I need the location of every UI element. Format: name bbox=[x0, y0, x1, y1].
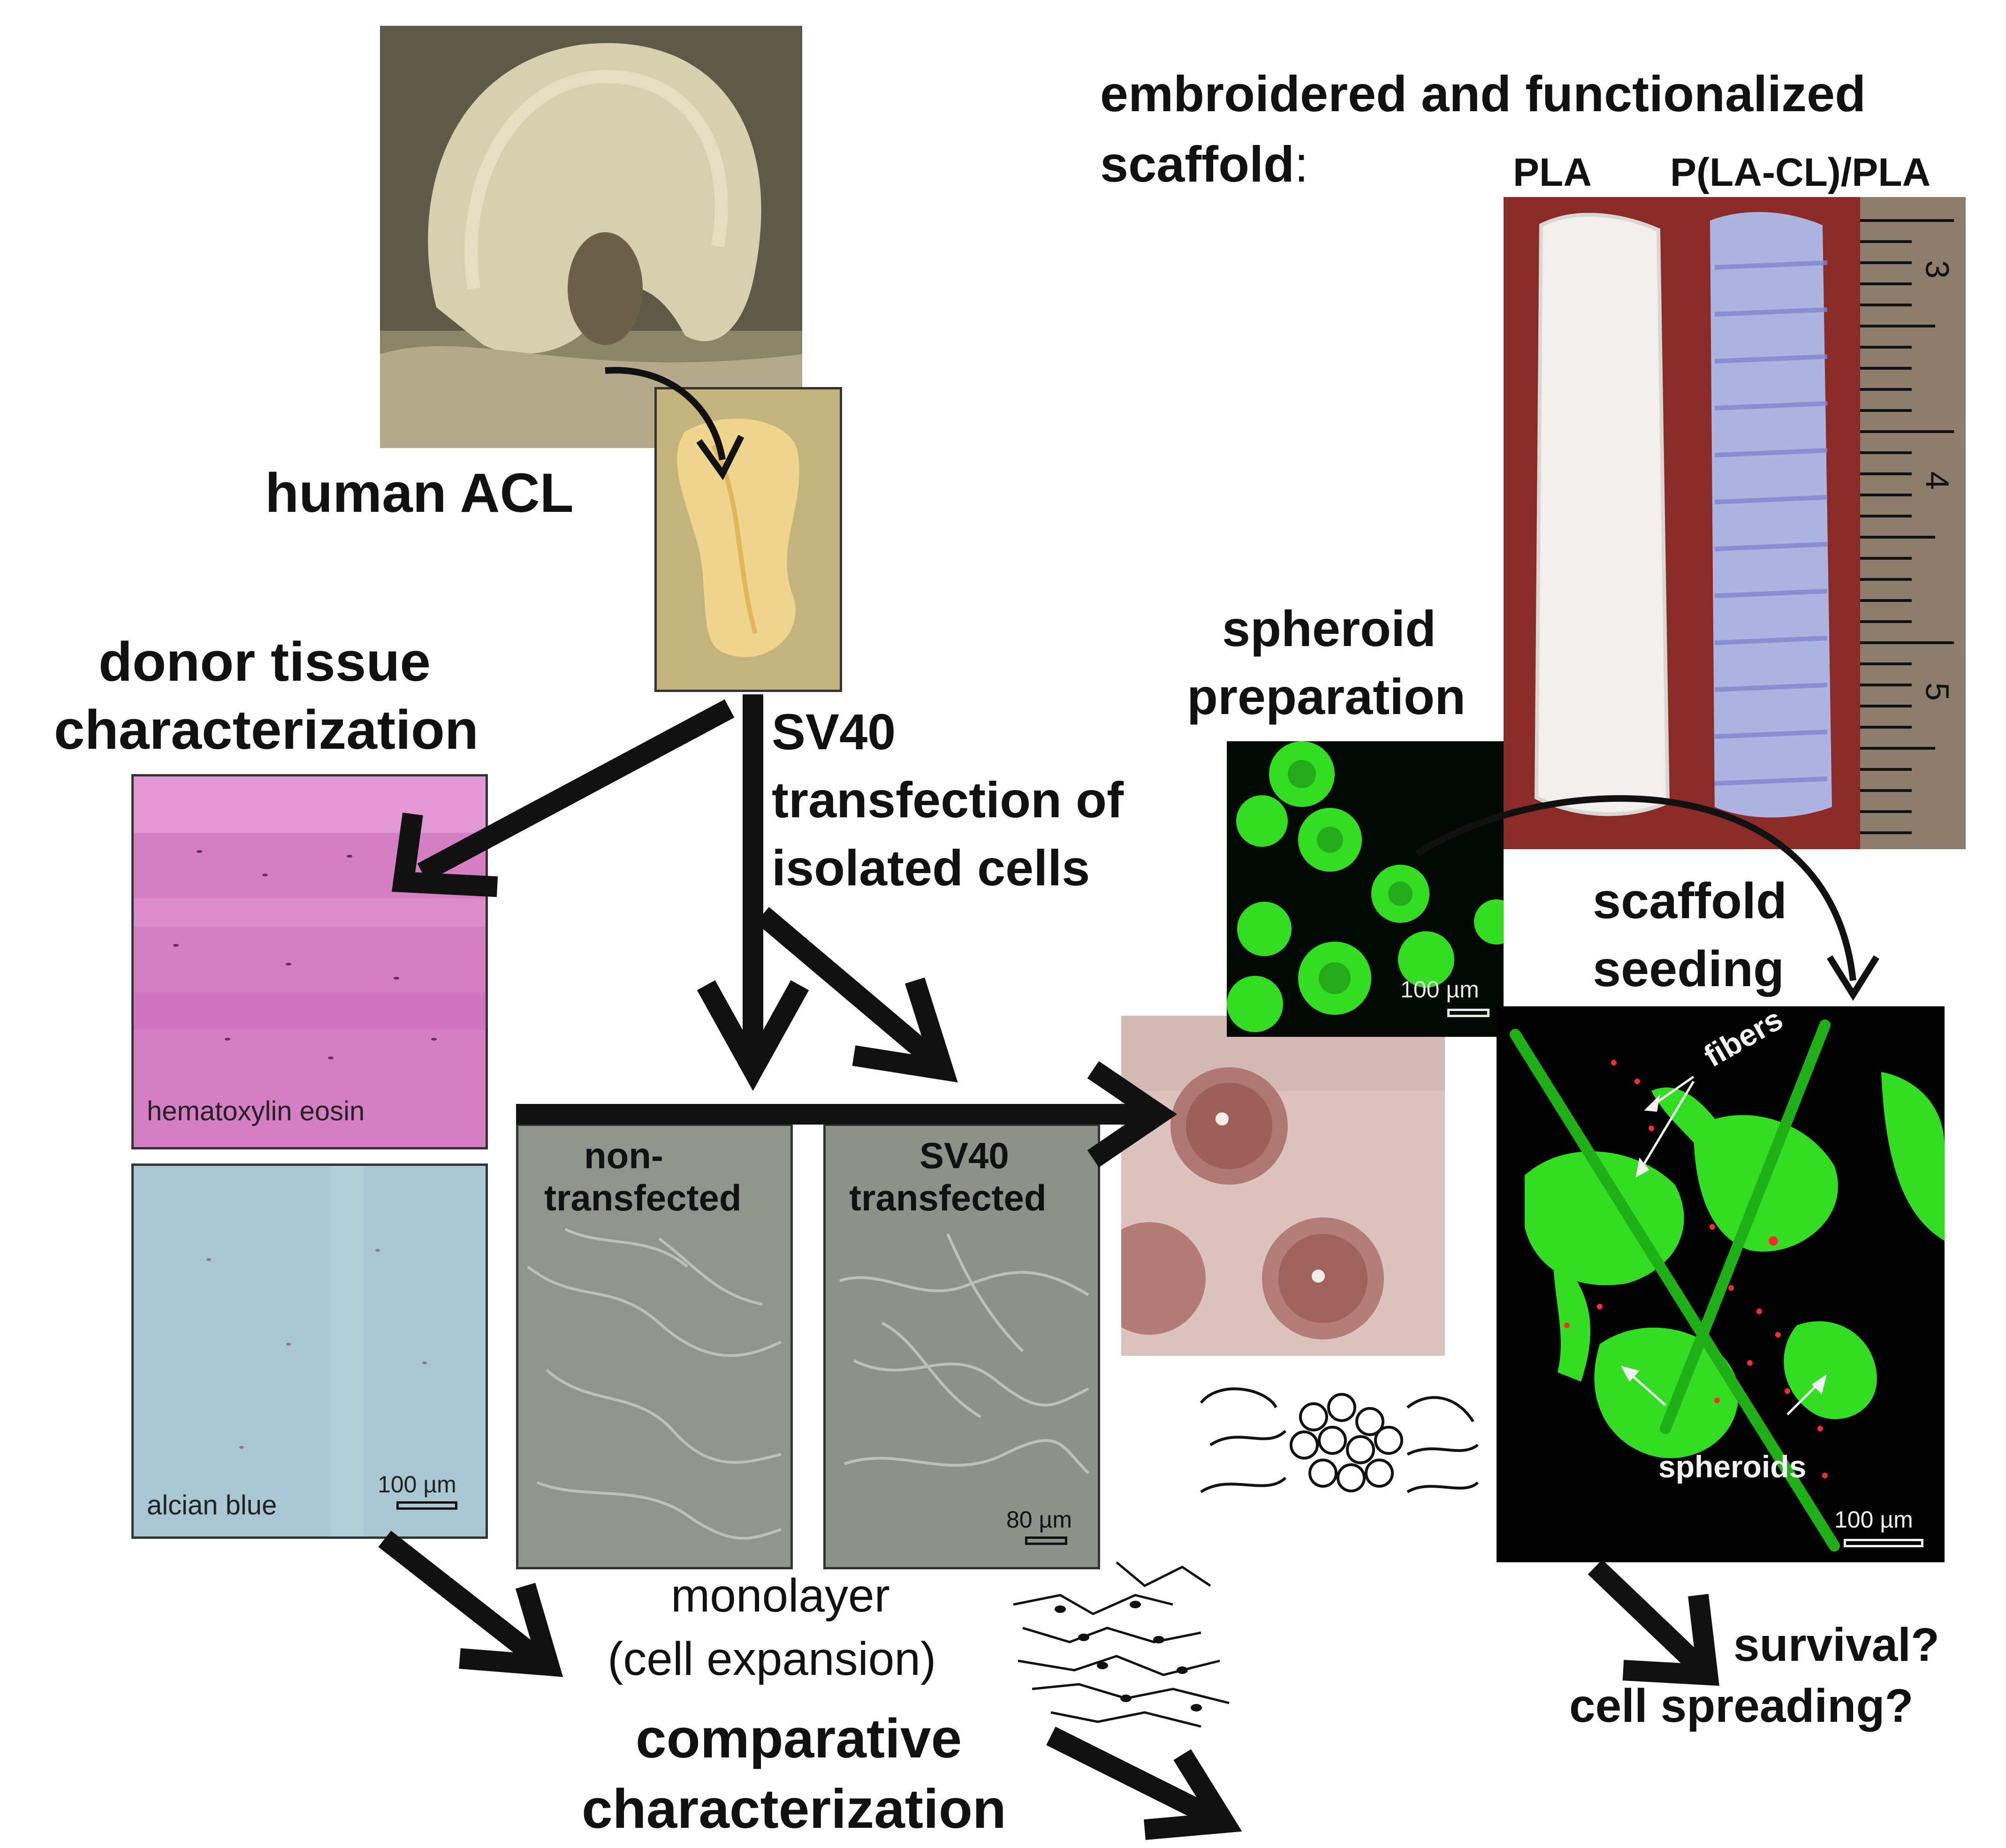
donor-label-2: characterization bbox=[54, 699, 479, 761]
sv40-transfected-label-1: SV40 bbox=[919, 1135, 1009, 1176]
arrow-knee-to-acl bbox=[605, 367, 726, 461]
arrow-horizontal-head bbox=[1087, 1061, 1178, 1168]
arrow-comparative bbox=[1046, 1726, 1215, 1825]
spheroid-prep-label-1: spheroid bbox=[1222, 600, 1436, 657]
acl-photo bbox=[654, 387, 842, 692]
alcian-scale-label: 100 µm bbox=[378, 1471, 456, 1498]
scaffold-title-word: scaffold bbox=[1100, 136, 1295, 192]
he-stain-panel: hematoxylin eosin bbox=[131, 774, 488, 1149]
sv40-transfected-label-2: transfected bbox=[849, 1177, 1047, 1218]
arrow-to-monolayer bbox=[378, 1530, 541, 1665]
seeded-scale-bar bbox=[1844, 1539, 1923, 1547]
comparative-label-1: comparative bbox=[636, 1708, 962, 1770]
arrow-down-1-head bbox=[697, 980, 809, 1091]
non-transfected-label-2: transfected bbox=[544, 1177, 742, 1218]
alcian-caption: alcian blue bbox=[147, 1490, 277, 1521]
seeded-scaffold-panel: fibers spheroids 100 µm bbox=[1497, 1006, 1945, 1562]
arrow-knee-to-acl-head bbox=[696, 434, 745, 480]
spheroids-label: spheroids bbox=[1658, 1449, 1807, 1484]
spheroid-scale-bar bbox=[1447, 1009, 1489, 1017]
scaffold-photo: 3 4 5 bbox=[1504, 197, 1966, 849]
sv40-transfected-panel: SV40 transfected 80 µm bbox=[823, 1124, 1100, 1569]
human-acl-label: human ACL bbox=[265, 462, 574, 524]
scaffold-title-1: embroidered and functionalized bbox=[1100, 65, 1866, 122]
arrow-survival bbox=[1588, 1559, 1706, 1673]
survival-label-2: cell spreading? bbox=[1569, 1680, 1914, 1732]
sv40-scale-bar bbox=[1025, 1536, 1067, 1545]
scaffold-title-colon: : bbox=[1294, 136, 1309, 192]
he-caption: hematoxylin eosin bbox=[147, 1096, 365, 1126]
arrow-to-donor-head bbox=[391, 812, 498, 897]
arrow-to-monolayer-head bbox=[459, 1582, 563, 1677]
seeding-label-2: seeding bbox=[1593, 940, 1785, 997]
seeded-scale-label: 100 µm bbox=[1834, 1506, 1913, 1533]
spheroid-cluster-sketch bbox=[1200, 1387, 1479, 1493]
survival-label-1: survival? bbox=[1733, 1619, 1940, 1671]
sv40-scale-label: 80 µm bbox=[1006, 1506, 1072, 1533]
arrow-comparative-head bbox=[1144, 1749, 1242, 1840]
arrow-to-donor bbox=[417, 699, 735, 882]
arrow-spheroid-to-seeding bbox=[1415, 795, 1856, 981]
spheroid-prep-label-2: preparation bbox=[1187, 668, 1466, 725]
donor-label-1: donor tissue bbox=[99, 631, 431, 693]
seeding-label-1: scaffold bbox=[1593, 872, 1787, 929]
sv40-label-2: transfection of bbox=[772, 771, 1124, 828]
scaffold-title-2: scaffold: bbox=[1100, 136, 1308, 193]
alcian-blue-panel: alcian blue 100 µm bbox=[131, 1164, 488, 1539]
sv40-label-3: isolated cells bbox=[772, 839, 1090, 896]
arrow-down-2-head bbox=[852, 977, 958, 1083]
pla-lacl-label: P(LA-CL)/PLA bbox=[1670, 150, 1931, 194]
arrow-down-2 bbox=[755, 907, 936, 1064]
knee-photo bbox=[380, 26, 802, 448]
spheroid-scale-label: 100 µm bbox=[1400, 976, 1479, 1003]
spheroid-wells-photo bbox=[1121, 1016, 1445, 1356]
non-transfected-label-1: non- bbox=[584, 1135, 663, 1176]
non-transfected-panel: non- transfected bbox=[516, 1124, 793, 1569]
pla-label: PLA bbox=[1513, 150, 1592, 194]
monolayer-cells-sketch bbox=[1013, 1561, 1230, 1728]
spheroid-fluorescence-panel: 100 µm bbox=[1227, 741, 1504, 1037]
alcian-scale-bar bbox=[396, 1501, 457, 1510]
comparative-label-2: characterization bbox=[582, 1778, 1006, 1840]
arrow-survival-head bbox=[1622, 1594, 1719, 1686]
monolayer-label-2: (cell expansion) bbox=[608, 1633, 936, 1685]
arrow-spheroid-to-seeding-head bbox=[1827, 955, 1879, 1001]
monolayer-label-1: monolayer bbox=[671, 1569, 890, 1622]
sv40-label-1: SV40 bbox=[772, 703, 896, 760]
